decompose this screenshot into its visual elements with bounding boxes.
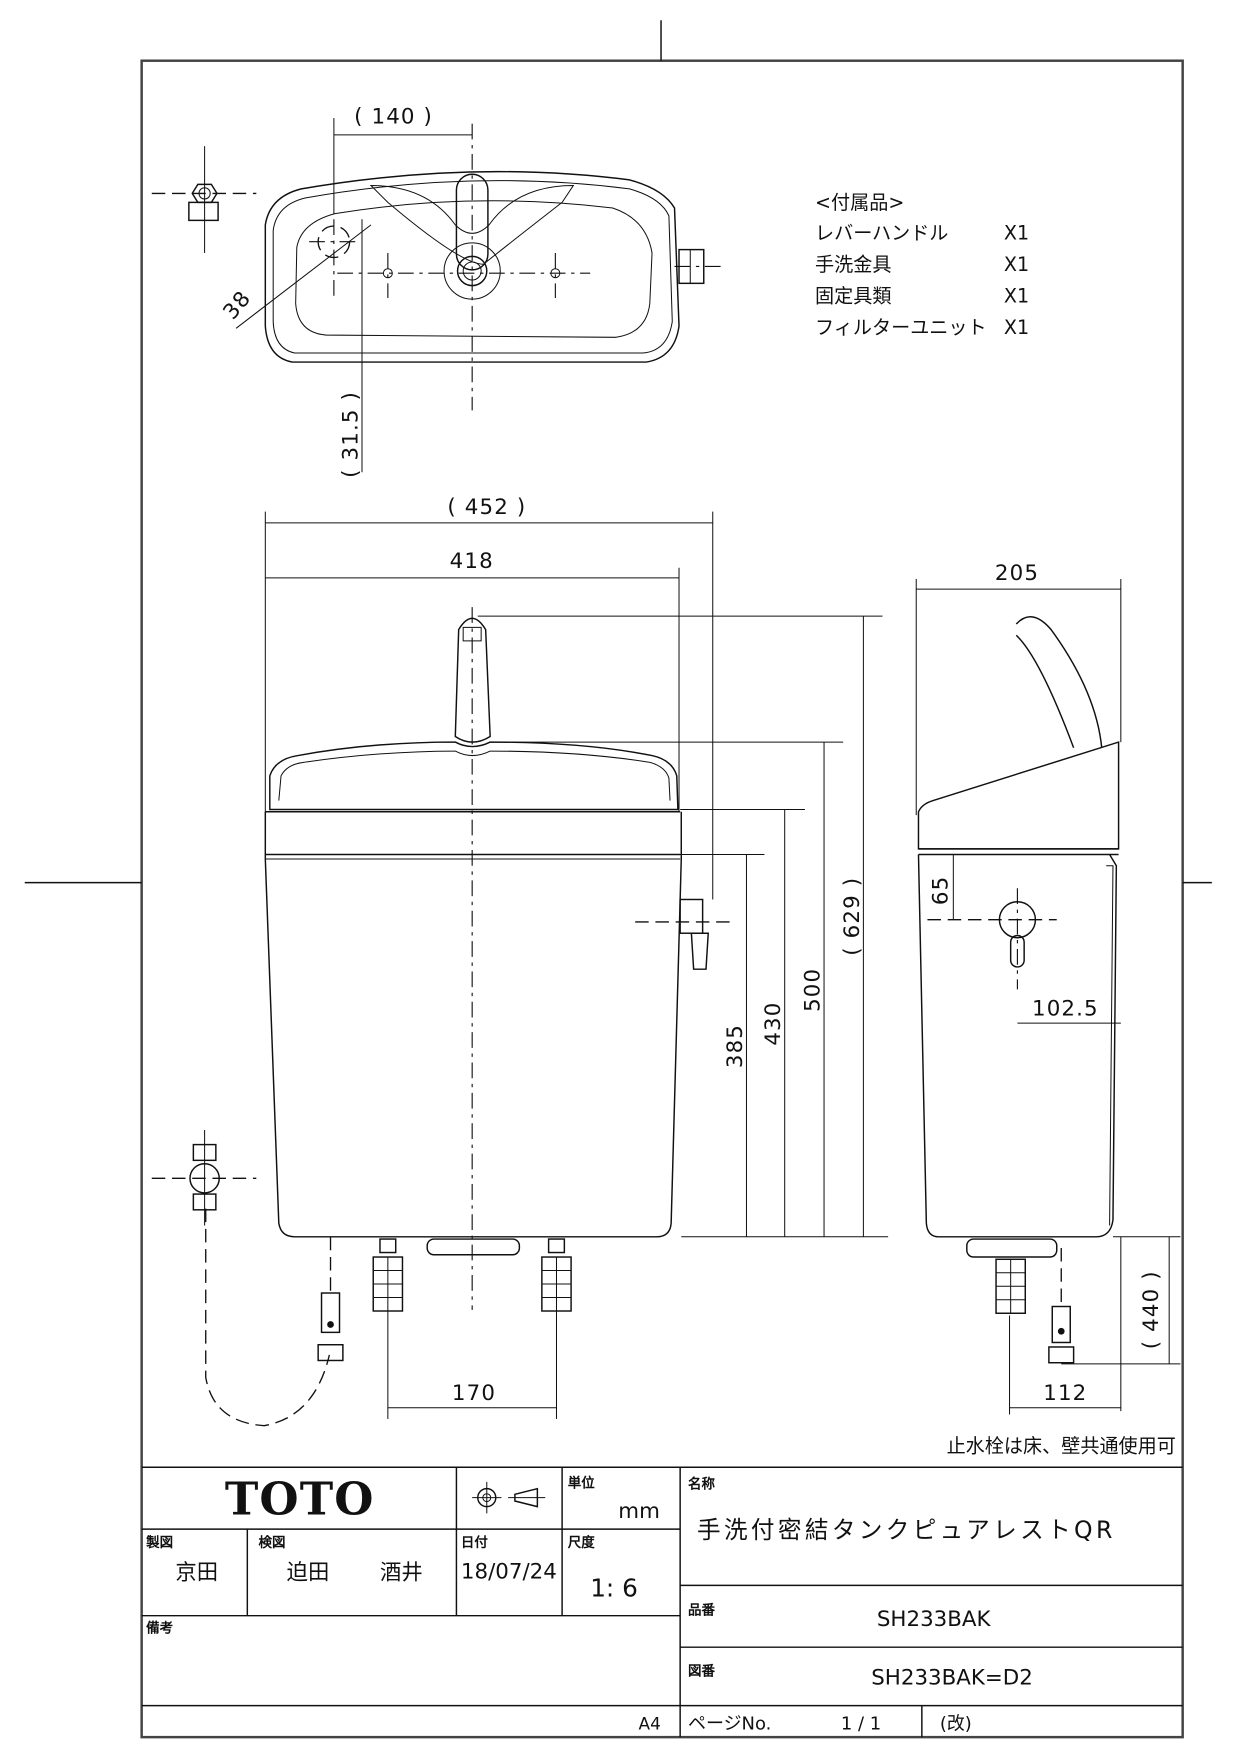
supply-fitting-side-icon bbox=[1048, 1248, 1075, 1364]
revision-label: (改) bbox=[940, 1713, 972, 1734]
dim-depth: 205 bbox=[995, 561, 1039, 586]
accessory-qty: X1 bbox=[1004, 253, 1029, 276]
drawn-by: 京田 bbox=[175, 1561, 218, 1586]
checked-by-2: 酒井 bbox=[380, 1561, 423, 1586]
dim-lever-offset: 65 bbox=[929, 876, 954, 905]
dim-overall-height: ( 629 ) bbox=[840, 877, 865, 956]
dim-supply-height: ( 440 ) bbox=[1139, 1270, 1164, 1349]
accessory-name: フィルターユニット bbox=[815, 316, 987, 339]
supply-hose-fitting-icon bbox=[317, 1236, 344, 1362]
projection-symbol-icon bbox=[472, 1481, 546, 1514]
brand-logo: TOTO bbox=[225, 1473, 375, 1526]
dim-pipe-spacing: 170 bbox=[452, 1381, 496, 1406]
dim-hole-diameter: 38 bbox=[218, 286, 256, 325]
front-view: ( 452 ) 418 170 385 430 500 ( 629 ) bbox=[151, 495, 889, 1427]
dim-lid-height: 500 bbox=[801, 968, 826, 1012]
unit-value: mm bbox=[618, 1499, 660, 1524]
dim-overall-width: ( 452 ) bbox=[447, 495, 526, 520]
top-view: 38 ( 140 ) ( 31.5 ) bbox=[151, 105, 726, 478]
paper-size: A4 bbox=[639, 1713, 661, 1733]
drain-fitting-side-icon bbox=[995, 1258, 1027, 1314]
date-label: 日付 bbox=[461, 1534, 488, 1551]
product-number: SH233BAK bbox=[877, 1607, 992, 1632]
page-number: 1 / 1 bbox=[841, 1713, 881, 1734]
drain-fitting-left-icon bbox=[372, 1238, 404, 1312]
dim-tank-height: 430 bbox=[761, 1001, 786, 1045]
dim-supply-offset: 112 bbox=[1043, 1381, 1087, 1406]
scale-value: 1: 6 bbox=[590, 1574, 638, 1603]
accessories-list: <付属品> レバーハンドル X1 手洗金具 X1 固定具類 X1 フィルターユニ… bbox=[815, 191, 1029, 339]
drawing-number: SH233BAK=D2 bbox=[871, 1665, 1033, 1690]
accessory-name: 手洗金具 bbox=[815, 253, 891, 276]
accessory-name: 固定具類 bbox=[815, 284, 891, 307]
title-block: TOTO 単位 mm 名称 手洗付密結タンクピュアレストQR 製図 京田 検図 … bbox=[141, 1466, 1183, 1738]
accessory-qty: X1 bbox=[1004, 221, 1029, 244]
drawing-frame bbox=[24, 20, 1212, 1739]
dim-lever-height: 385 bbox=[723, 1024, 748, 1068]
accessory-qty: X1 bbox=[1004, 284, 1029, 307]
name-label: 名称 bbox=[688, 1476, 715, 1493]
drawing-number-label: 図番 bbox=[688, 1662, 715, 1679]
scale-label: 尺度 bbox=[568, 1534, 595, 1551]
accessory-qty: X1 bbox=[1004, 316, 1029, 339]
product-name: 手洗付密結タンクピュアレストQR bbox=[697, 1516, 1116, 1544]
product-number-label: 品番 bbox=[688, 1602, 715, 1619]
supply-note: 止水栓は床、壁共通使用可 bbox=[947, 1435, 1176, 1458]
supply-valve-front-icon bbox=[151, 1129, 257, 1226]
supply-valve-top-icon bbox=[151, 146, 257, 253]
date-value: 18/07/24 bbox=[461, 1560, 557, 1585]
page-label: ページNo. bbox=[688, 1713, 771, 1734]
dim-faucet-offset: ( 140 ) bbox=[354, 105, 433, 130]
accessories-header: <付属品> bbox=[815, 191, 904, 214]
drawn-label: 製図 bbox=[145, 1534, 173, 1551]
remarks-label: 備考 bbox=[146, 1620, 173, 1637]
checked-by-1: 迫田 bbox=[287, 1561, 330, 1586]
unit-label: 単位 bbox=[568, 1475, 595, 1492]
side-view: 205 65 102.5 ( 440 ) 112 止水栓は床、壁共通使用可 bbox=[915, 561, 1181, 1458]
drain-fitting-right-icon bbox=[541, 1238, 572, 1312]
dim-tank-width: 418 bbox=[450, 549, 494, 574]
dim-hole-offset: ( 31.5 ) bbox=[338, 391, 363, 478]
dim-lever-depth: 102.5 bbox=[1032, 996, 1099, 1021]
accessory-name: レバーハンドル bbox=[815, 221, 948, 244]
checked-label: 検図 bbox=[259, 1534, 286, 1551]
